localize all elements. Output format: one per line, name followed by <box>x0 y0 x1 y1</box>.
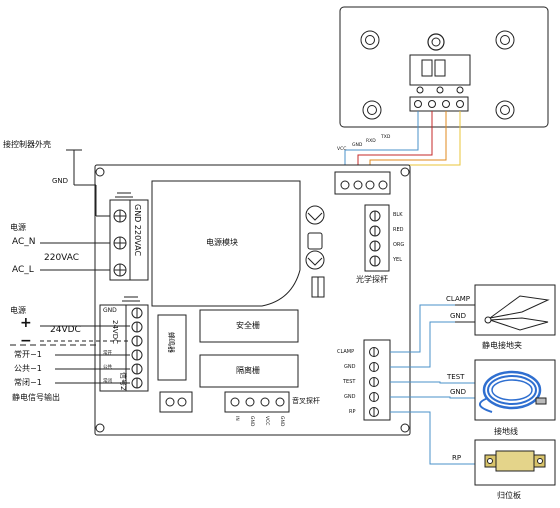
signal2-label: 信号2 <box>119 372 127 391</box>
static-output-label: 静电信号输出 <box>12 393 60 402</box>
power-module-label: 电源模块 <box>206 238 238 247</box>
external-wires-right <box>390 304 488 465</box>
bottom-in-label: IN <box>234 416 239 421</box>
ac-n-label: AC_N <box>12 237 36 247</box>
clamp-gnd-label: GND <box>450 312 467 320</box>
static-clamp-device <box>474 284 556 336</box>
main-board <box>94 164 411 436</box>
220vac-label: 220VAC <box>44 253 80 263</box>
bottom-gnd2-label: GND <box>279 416 284 427</box>
ground-wire-title: 接地线 <box>494 427 518 436</box>
bottom-gnd-label: GND <box>249 416 254 427</box>
ground-wire-device <box>474 359 556 421</box>
controller-shell-label: 接控制器外壳 <box>3 140 51 149</box>
board-rp-label: RP <box>349 409 356 415</box>
dc-power-title: 电源 <box>10 306 26 315</box>
dc-terminal-label: 24VDC <box>111 320 119 344</box>
test-wire-label: TEST <box>447 373 465 381</box>
tuning-probe-label: 音叉探杆 <box>292 397 320 405</box>
ac-l-label: AC_L <box>12 265 34 275</box>
small-no-label: 常开 <box>103 351 112 356</box>
sensor-gnd-label: GND <box>352 143 363 148</box>
test-gnd-label: GND <box>450 388 467 396</box>
plus-sign: + <box>20 315 32 331</box>
isolation-barrier-label: 隔离栅 <box>236 366 260 375</box>
sensor-module <box>339 6 549 128</box>
shell-gnd-label: GND <box>52 177 69 185</box>
yel-label: YEL <box>393 257 402 263</box>
board-clamp-label: CLAMP <box>337 349 355 355</box>
reset-plate-device <box>474 439 556 486</box>
24vdc-label: 24VDC <box>50 325 81 335</box>
board-gnd1-label: GND <box>344 364 356 370</box>
external-wires-left <box>10 149 130 384</box>
small-nc-label: 常闭 <box>103 379 112 384</box>
red-label: RED <box>393 227 404 233</box>
sensor-vcc-label: VCC <box>337 147 347 152</box>
org-label: ORG <box>393 242 405 248</box>
nc1-label: 常闭−1 <box>14 378 42 387</box>
safety-barrier-label: 安全栅 <box>236 321 260 330</box>
static-clamp-title: 静电接地夹 <box>482 341 522 350</box>
no1-label: 常开−1 <box>14 350 42 359</box>
optical-probe-label: 光学探杆 <box>356 275 388 284</box>
minus-sign: − <box>20 333 32 349</box>
board-test-label: TEST <box>343 379 356 385</box>
reset-plate-title: 归位板 <box>497 491 521 500</box>
rp-wire-label: RP <box>452 454 462 462</box>
board-gnd2-label: GND <box>344 394 356 400</box>
sensor-txd-label: TXD <box>381 135 391 140</box>
buzzer-label: 蜂鸣器 <box>167 332 175 353</box>
blk-label: BLK <box>393 212 403 218</box>
ac-power-title: 电源 <box>10 223 26 232</box>
dc-gnd-label: GND <box>103 307 117 314</box>
bottom-vcc-label: VCC <box>264 416 269 426</box>
small-com-label: 公共 <box>103 365 112 370</box>
common1-label: 公共−1 <box>14 364 42 373</box>
ac-terminal-label: GND 220VAC <box>133 204 142 257</box>
sensor-rxd-label: RXD <box>366 139 376 144</box>
clamp-wire-label: CLAMP <box>446 295 470 303</box>
